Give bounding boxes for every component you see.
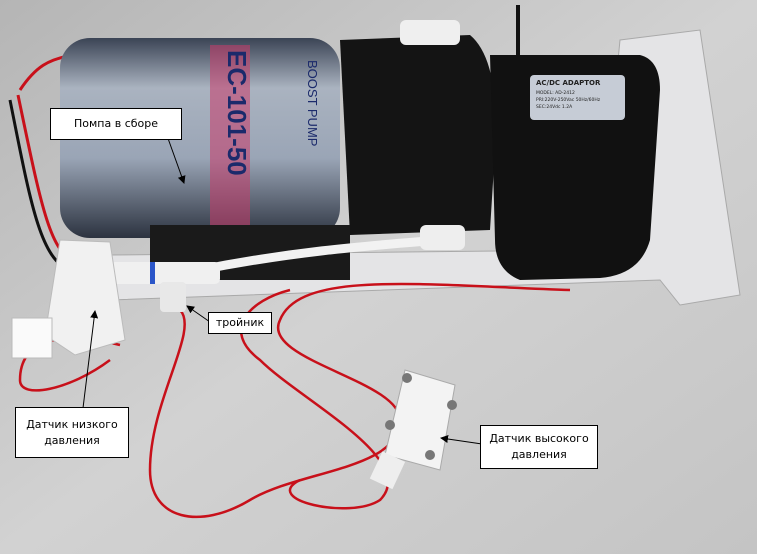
callout-high-pressure-sensor: Датчик высокого давления [480, 425, 598, 469]
pump-motor [60, 38, 340, 238]
tee-fitting [160, 282, 186, 312]
callout-pump-assembly: Помпа в сборе [50, 108, 182, 140]
pump-head [340, 35, 496, 235]
high-pressure-sensor [369, 369, 457, 490]
callout-tee-fitting: тройник [208, 312, 272, 334]
tube [199, 235, 441, 275]
svg-text:EC-101-50: EC-101-50 [222, 50, 252, 176]
svg-text:MODEL: AD-2412: MODEL: AD-2412 [536, 90, 575, 96]
svg-text:BOOST PUMP: BOOST PUMP [305, 60, 320, 146]
svg-text:PRI:220V-250Vac 50Hz/60Hz: PRI:220V-250Vac 50Hz/60Hz [536, 97, 601, 103]
svg-text:SEC:24Vdc 1.2A: SEC:24Vdc 1.2A [536, 104, 573, 110]
callout-low-pressure-sensor: Датчик низкого давления [15, 407, 129, 458]
svg-text:AC/DC ADAPTOR: AC/DC ADAPTOR [536, 79, 601, 87]
